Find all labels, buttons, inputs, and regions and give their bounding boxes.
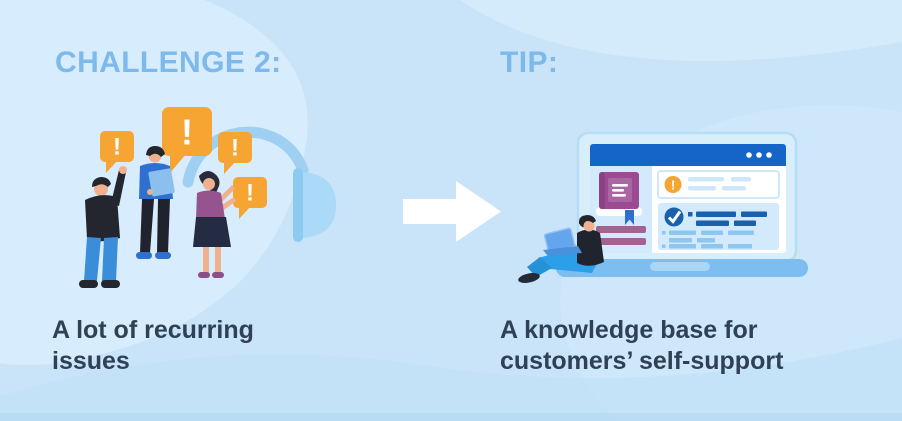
tip-heading: TIP: bbox=[500, 46, 559, 79]
tip-caption-line-1: A knowledge base for bbox=[500, 316, 758, 344]
laptop: ! bbox=[556, 131, 808, 277]
warning-glyph: ! bbox=[671, 178, 675, 193]
challenge-heading: CHALLENGE 2: bbox=[55, 46, 282, 79]
background-swoosh-bottom bbox=[0, 338, 902, 421]
laptop-screen: ! bbox=[590, 144, 786, 253]
challenge-caption: A lot of recurring issues bbox=[52, 315, 254, 376]
challenge-illustration: ! ! ! ! bbox=[79, 107, 336, 288]
challenge-caption-line-2: issues bbox=[52, 346, 130, 375]
tablet bbox=[148, 168, 175, 197]
person-with-tablet bbox=[136, 146, 175, 259]
check-circle-icon bbox=[664, 207, 684, 227]
background-strip-bottom bbox=[0, 413, 902, 421]
exclamation-bubble-icon-3: ! bbox=[218, 132, 252, 174]
exclamation-bubble-icon-1: ! bbox=[100, 131, 134, 173]
tip-illustration: ! bbox=[518, 131, 808, 283]
person-raising-hand bbox=[79, 166, 127, 288]
faq-card bbox=[658, 203, 779, 250]
exclamation-bubble-icon-2: ! bbox=[162, 107, 212, 173]
shelf-bars bbox=[596, 226, 646, 245]
warning-circle-icon bbox=[664, 176, 682, 193]
text-line-bars bbox=[688, 177, 751, 191]
exclamation-glyph: ! bbox=[181, 112, 193, 153]
woman-raising-hands bbox=[193, 170, 236, 278]
bookmark-icon bbox=[625, 210, 634, 225]
exclamation-glyph: ! bbox=[231, 135, 239, 162]
tip-caption-line-2: customers’ self-support bbox=[500, 346, 784, 375]
laptop-base-notch bbox=[650, 262, 710, 271]
exclamation-bubble-icon-4: ! bbox=[233, 177, 267, 219]
article-card: ! bbox=[657, 170, 780, 199]
sitting-person bbox=[518, 215, 604, 283]
tip-caption: A knowledge base for customers’ self-sup… bbox=[500, 315, 783, 376]
personal-laptop bbox=[543, 227, 582, 256]
challenge-caption-line-1: A lot of recurring bbox=[52, 316, 254, 344]
exclamation-glyph: ! bbox=[246, 180, 254, 207]
check-glyph bbox=[667, 210, 682, 224]
book-icon bbox=[596, 172, 642, 225]
arrow-shape bbox=[403, 181, 501, 242]
exclamation-glyph: ! bbox=[113, 134, 121, 161]
menu-dots-icon bbox=[746, 152, 772, 158]
arrow-right-icon bbox=[403, 181, 501, 242]
light-text-line-bars bbox=[662, 230, 754, 249]
background-blob-top-right bbox=[460, 0, 902, 61]
bold-text-line-bars bbox=[688, 211, 767, 226]
